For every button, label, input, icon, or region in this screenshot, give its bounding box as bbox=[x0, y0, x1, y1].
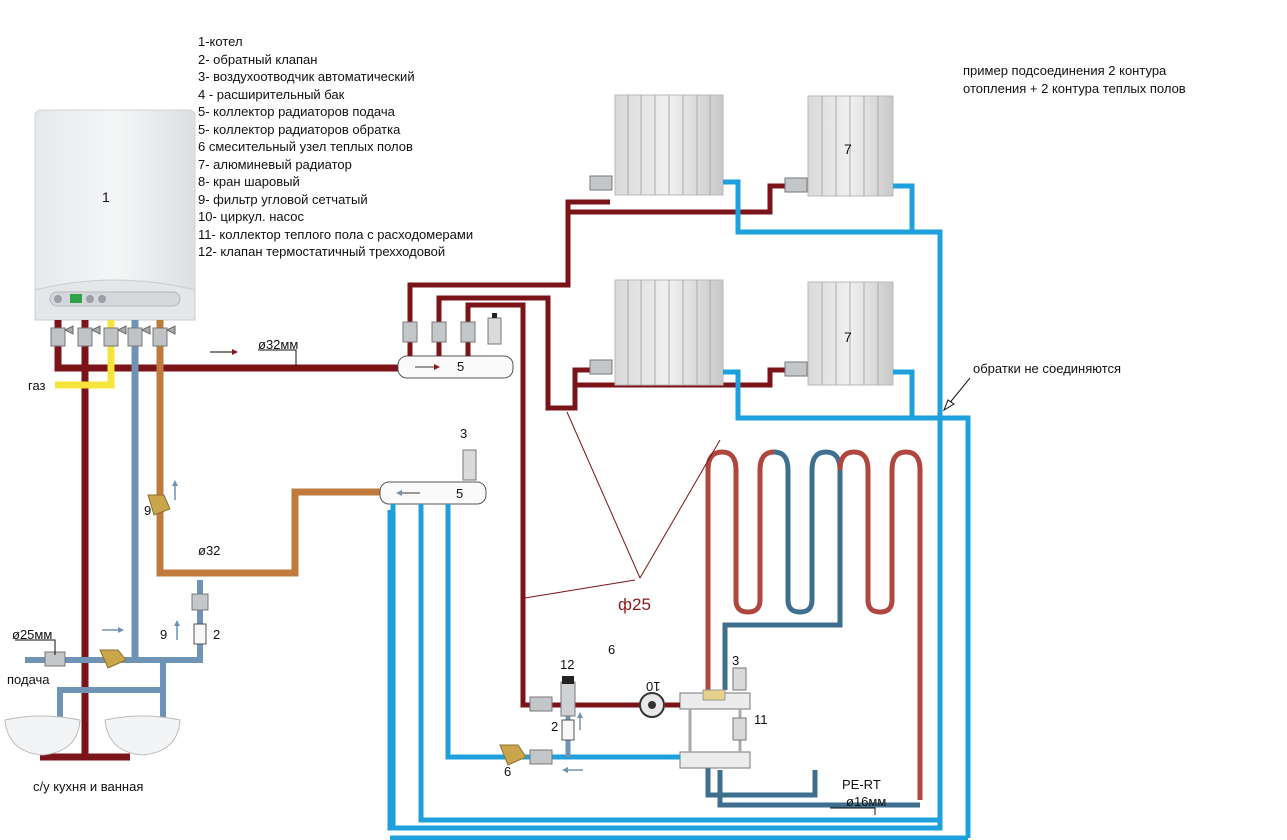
ball-valve-icon bbox=[431, 321, 447, 343]
boiler-filter-icon bbox=[147, 494, 171, 516]
ball-valve-icon bbox=[589, 175, 613, 191]
ball-valve-icon bbox=[77, 325, 101, 347]
water-filter-label: 9 bbox=[160, 627, 168, 642]
mix-check-valve-label: 2 bbox=[551, 719, 559, 734]
legend-item: 4 - расширительный бак bbox=[198, 86, 345, 102]
ball-valve-icon bbox=[191, 593, 209, 611]
water-filter-icon bbox=[99, 649, 127, 669]
supply-collector-label: 5 bbox=[457, 359, 465, 374]
floor-heating-loops bbox=[705, 449, 923, 808]
legend-item: 9- фильтр угловой сетчатый bbox=[198, 191, 368, 207]
supply-collector bbox=[397, 355, 514, 379]
pump bbox=[639, 692, 665, 718]
thermostatic-valve bbox=[560, 676, 576, 717]
sinks-label: с/у кухня и ванная bbox=[33, 779, 144, 794]
collector-valves bbox=[402, 313, 502, 345]
ball-valve-icon bbox=[50, 325, 74, 347]
boiler-ball-valves bbox=[50, 325, 176, 347]
legend-item: 7- алюминевый радиатор bbox=[198, 156, 352, 172]
ball-valve-icon bbox=[460, 321, 476, 343]
flow-arrow-icon bbox=[102, 627, 124, 633]
water-supply-label: подача bbox=[7, 672, 50, 687]
boiler-filter-label: 9 bbox=[144, 503, 152, 518]
flow-arrow-icon bbox=[396, 490, 420, 496]
radiator-label: 7 bbox=[844, 141, 852, 157]
flow-arrow-icon bbox=[172, 480, 178, 500]
return-collector-inlets bbox=[390, 504, 940, 828]
floor-pipe-diameter-label: ø16мм bbox=[846, 794, 887, 809]
radiator-top-left bbox=[614, 94, 724, 196]
ball-valve-icon bbox=[529, 696, 553, 712]
pump-label: 10 bbox=[646, 679, 661, 694]
flow-arrow-icon bbox=[577, 712, 583, 730]
sink-kitchen bbox=[4, 715, 81, 756]
radiator-top-right bbox=[807, 95, 894, 197]
ball-valve-icon bbox=[103, 325, 127, 347]
return-collector bbox=[379, 449, 487, 505]
legend-item: 8- кран шаровый bbox=[198, 174, 300, 189]
radiator-bottom-right bbox=[807, 281, 894, 386]
air-vent-icon bbox=[732, 717, 747, 741]
radiator-return-pipes bbox=[387, 179, 971, 840]
mix-filter-icon bbox=[499, 744, 527, 766]
ball-valve-icon bbox=[127, 325, 151, 347]
pipe-diameter-25-label: ф25 bbox=[618, 595, 651, 614]
air-vent-icon bbox=[462, 449, 477, 481]
legend: 1-котел 2- обратный клапан 3- воздухоотв… bbox=[198, 33, 473, 261]
check-valve-icon bbox=[193, 623, 207, 645]
mix-filter-label: 6 bbox=[504, 764, 512, 779]
return-collector-label: 5 bbox=[456, 486, 464, 501]
thermo-valve-label: 12 bbox=[560, 657, 575, 672]
legend-item: 12- клапан термостатичный трехходовой bbox=[198, 244, 446, 259]
note-leader bbox=[942, 377, 971, 412]
radiator-bottom-left bbox=[614, 279, 724, 386]
mixing-unit-label: 6 bbox=[608, 642, 616, 657]
supply-diameter-label: ø32мм bbox=[258, 337, 299, 352]
ball-valve-icon bbox=[589, 359, 613, 375]
boiler-display bbox=[70, 294, 82, 303]
dimension-leader bbox=[830, 807, 876, 815]
dimension-leader bbox=[258, 349, 297, 366]
radiator-valves bbox=[589, 175, 808, 377]
air-vent-icon bbox=[487, 313, 502, 345]
legend-item: 1-котел bbox=[198, 34, 243, 49]
flow-arrow-icon bbox=[174, 620, 180, 640]
returns-note-label: обратки не соединяются bbox=[973, 361, 1122, 376]
floor-air-vent-label: 3 bbox=[732, 653, 740, 668]
legend-item: 5- коллектор радиаторов обратка bbox=[198, 121, 401, 137]
return-diameter-label: ø32 bbox=[198, 543, 221, 558]
ball-valve-icon bbox=[402, 321, 418, 343]
floor-collector bbox=[679, 667, 751, 769]
gas-label: газ bbox=[28, 378, 46, 393]
legend-item: 10- циркул. насос bbox=[198, 209, 304, 224]
boiler bbox=[34, 109, 196, 321]
flow-arrow-icon bbox=[210, 349, 238, 355]
legend-item: 2- обратный клапан bbox=[198, 51, 318, 67]
air-vent-icon bbox=[732, 667, 747, 691]
note-line: пример подсоединения 2 контура bbox=[963, 63, 1167, 78]
ball-valve-icon bbox=[152, 325, 176, 347]
dimension-leader bbox=[15, 639, 56, 655]
sink-bathroom bbox=[104, 715, 181, 756]
ball-valve-icon bbox=[784, 361, 808, 377]
diameter-leader-lines bbox=[524, 411, 721, 599]
air-vent-label: 3 bbox=[460, 426, 468, 441]
radiator-label: 7 bbox=[844, 329, 852, 345]
flow-arrow-icon bbox=[562, 767, 583, 773]
water-diameter-label: ø25мм bbox=[12, 627, 53, 642]
check-valve-label: 2 bbox=[213, 627, 221, 642]
mix-check-valve bbox=[561, 719, 575, 741]
scheme-note: пример подсоединения 2 контура отопления… bbox=[963, 62, 1186, 98]
floor-collector-label: 11 bbox=[754, 712, 768, 727]
boiler-label: 1 bbox=[102, 189, 110, 205]
ball-valve-icon bbox=[529, 749, 553, 765]
legend-item: 3- воздухоотводчик автоматический bbox=[198, 69, 415, 84]
legend-item: 5- коллектор радиаторов подача bbox=[198, 104, 395, 119]
legend-item: 6 смесительный узел теплых полов bbox=[198, 139, 413, 154]
floor-pipe-type-label: PE-RT bbox=[842, 777, 881, 792]
flow-arrow-icon bbox=[415, 364, 440, 370]
note-line: отопления + 2 контура теплых полов bbox=[963, 81, 1186, 96]
ball-valve-icon bbox=[784, 177, 808, 193]
legend-item: 11- коллектор теплого пола с расходомера… bbox=[198, 226, 474, 242]
